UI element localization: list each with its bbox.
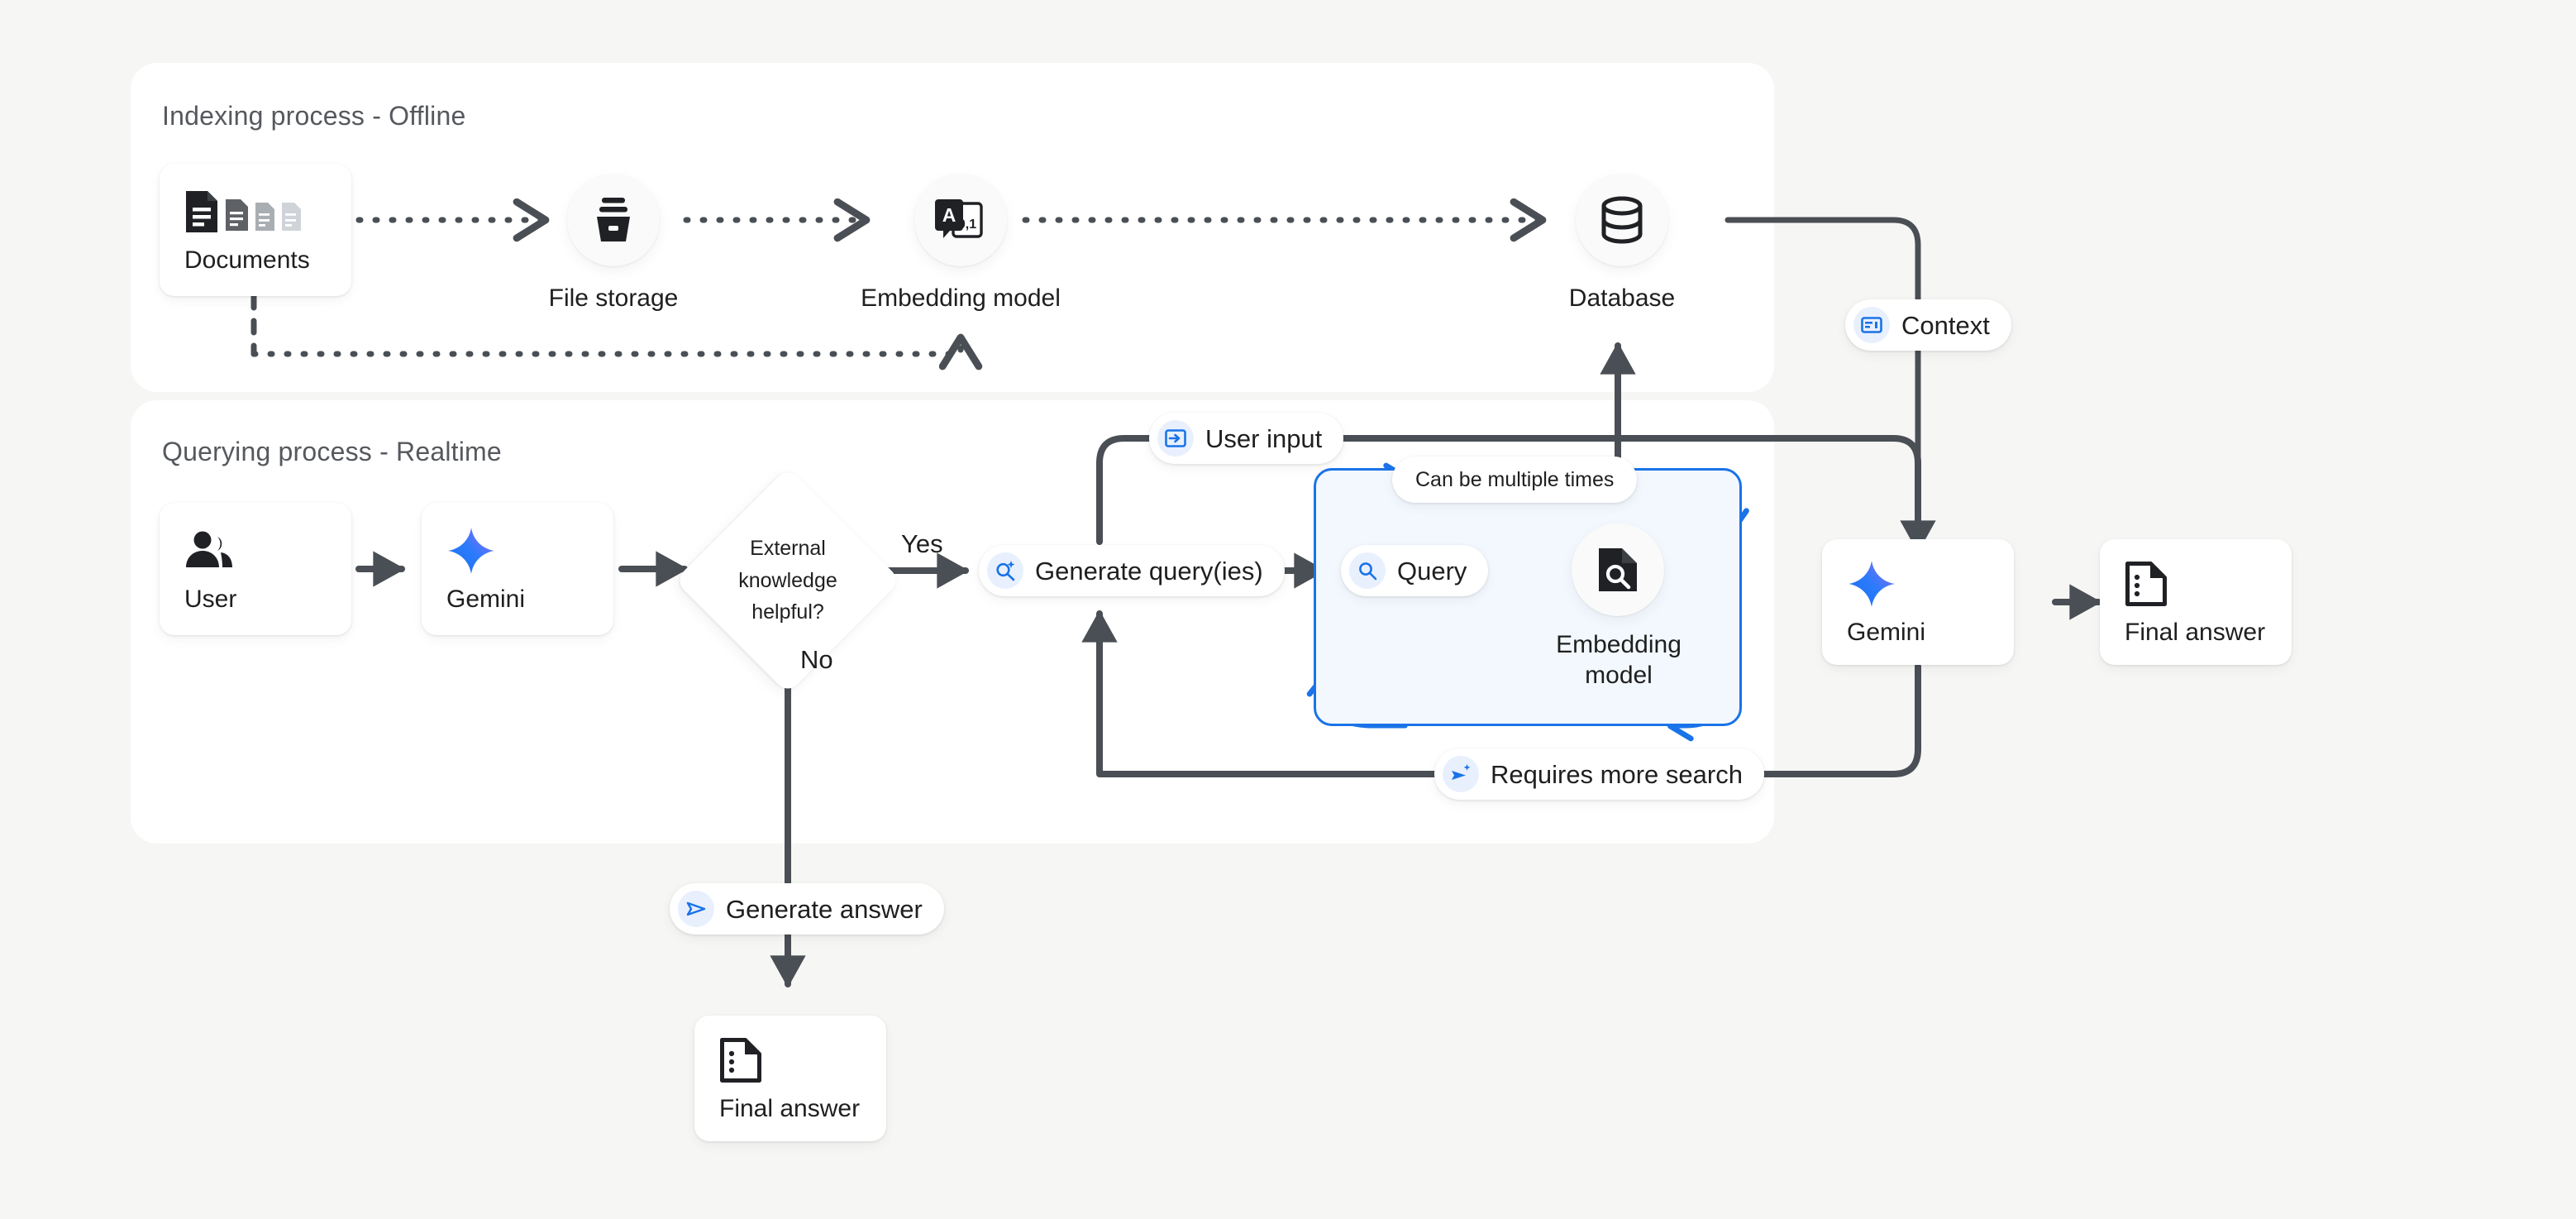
decision-line-2: knowledge <box>738 568 837 592</box>
chip-can-be-multiple-times: Can be multiple times <box>1392 457 1638 503</box>
file-storage-icon <box>597 198 630 241</box>
node-database-label: Database <box>1568 284 1676 312</box>
node-gemini-first[interactable]: Gemini <box>422 503 613 635</box>
node-gemini-final[interactable]: Gemini <box>1822 539 2014 665</box>
node-final-answer-right[interactable]: Final answer <box>2100 539 2292 665</box>
edge-label-yes: Yes <box>901 529 943 558</box>
node-user-label: User <box>184 586 237 613</box>
context-card-icon <box>1853 307 1890 343</box>
chip-context[interactable]: Context <box>1845 299 2011 351</box>
gemini-sparkle-icon <box>1847 559 2014 609</box>
chip-context-label: Context <box>1901 310 1990 340</box>
documents-icon <box>184 187 351 237</box>
node-database[interactable] <box>1576 174 1668 266</box>
input-login-icon <box>1157 420 1194 457</box>
embedding-model-query-line-2: model <box>1585 661 1653 689</box>
node-user[interactable]: User <box>160 503 351 635</box>
node-file-storage-label: File storage <box>548 284 679 312</box>
panel-title-querying: Querying process - Realtime <box>162 437 502 466</box>
decision-external-knowledge[interactable]: External knowledge helpful? <box>674 466 902 695</box>
document-search-icon <box>1599 548 1637 591</box>
embedding-model-query-line-1: Embedding <box>1556 631 1682 658</box>
node-embedding-model-index[interactable]: 0,1 A <box>914 174 1007 266</box>
node-embedding-model-query-label: Embedding model <box>1514 630 1724 691</box>
node-embedding-model-index-label: Embedding model <box>861 284 1061 312</box>
node-final-answer-bottom[interactable]: Final answer <box>694 1016 886 1141</box>
database-icon <box>1601 196 1643 244</box>
chip-query-label: Query <box>1397 556 1467 586</box>
decision-line-3: helpful? <box>751 600 824 624</box>
node-embedding-model-query[interactable] <box>1572 523 1664 616</box>
send-icon <box>678 891 714 927</box>
search-sparkle-icon <box>987 552 1023 589</box>
chip-query[interactable]: Query <box>1341 545 1489 596</box>
chip-generate-answer[interactable]: Generate answer <box>670 883 944 935</box>
final-answer-doc-icon <box>2125 559 2292 609</box>
final-answer-doc-icon <box>719 1035 886 1085</box>
node-file-storage[interactable] <box>567 174 660 266</box>
node-documents[interactable]: Documents <box>160 164 351 296</box>
chip-requires-more-search-label: Requires more search <box>1491 759 1743 789</box>
edge-label-no: No <box>800 645 833 674</box>
chip-user-input-label: User input <box>1205 423 1323 453</box>
chip-generate-queries-label: Generate query(ies) <box>1035 556 1263 586</box>
send-sparkle-icon <box>1443 756 1479 792</box>
node-documents-label: Documents <box>184 246 310 274</box>
node-gemini-final-label: Gemini <box>1847 619 1926 646</box>
chip-user-input[interactable]: User input <box>1149 413 1344 464</box>
gemini-sparkle-icon <box>446 526 613 576</box>
user-group-icon <box>184 526 351 576</box>
chip-generate-queries[interactable]: Generate query(ies) <box>979 545 1285 596</box>
node-final-answer-bottom-label: Final answer <box>719 1095 861 1122</box>
svg-text:A: A <box>942 204 956 226</box>
panel-title-indexing: Indexing process - Offline <box>162 101 466 131</box>
search-icon <box>1349 552 1386 589</box>
decision-text: External knowledge helpful? <box>693 500 883 661</box>
chip-generate-answer-label: Generate answer <box>726 894 923 924</box>
chip-loop-note-label: Can be multiple times <box>1415 467 1615 491</box>
embedding-model-icon: 0,1 A <box>935 199 983 238</box>
node-final-answer-right-label: Final answer <box>2125 619 2266 646</box>
chip-requires-more-search[interactable]: Requires more search <box>1434 748 1764 800</box>
decision-line-1: External <box>750 536 826 560</box>
node-gemini-first-label: Gemini <box>446 586 526 613</box>
